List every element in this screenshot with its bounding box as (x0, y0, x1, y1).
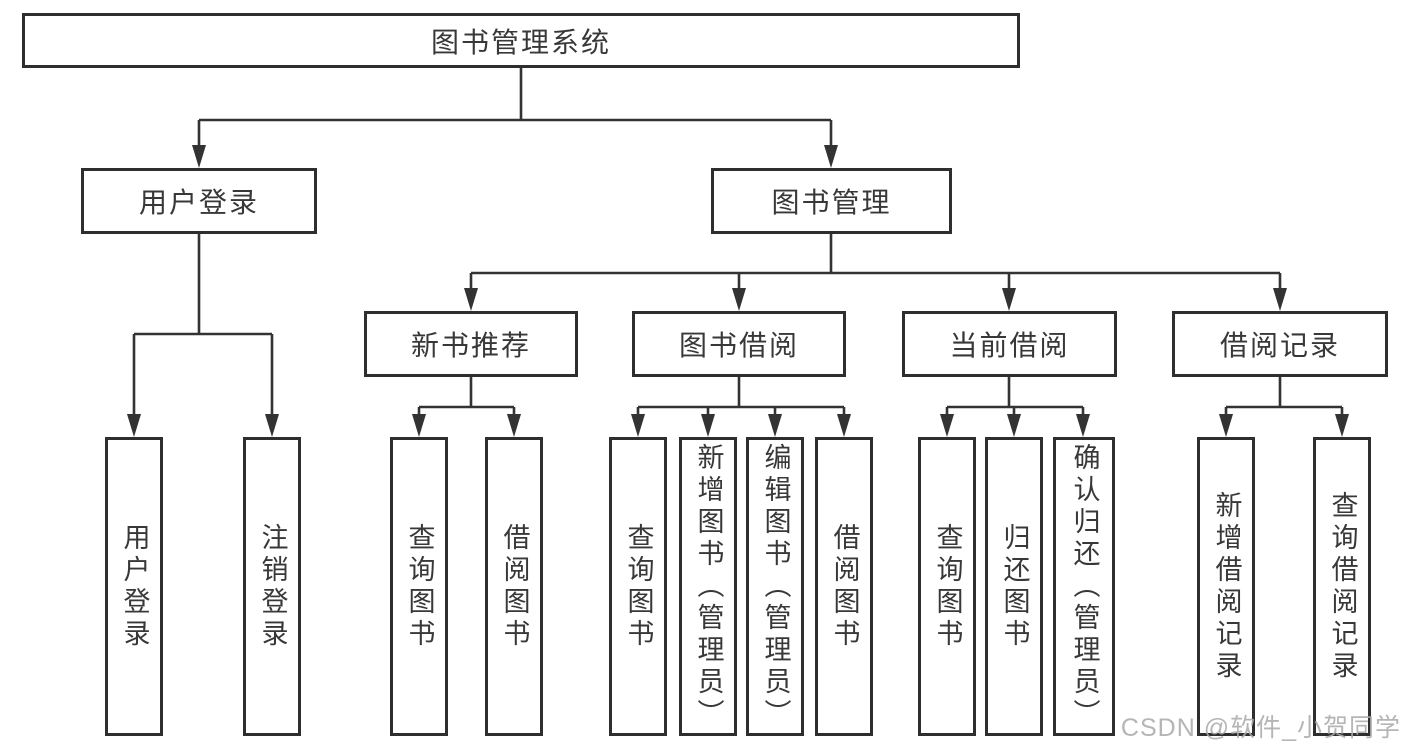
node-label: 新增借阅记录 (1211, 490, 1242, 683)
node-label: 查询图书 (623, 522, 654, 651)
node-current-borrowing: 当前借阅 (902, 311, 1117, 377)
leaf-query-books-current: 查询图书 (918, 437, 976, 736)
leaf-borrow-books-recommend: 借阅图书 (485, 437, 543, 736)
leaf-user-login: 用户登录 (105, 437, 163, 736)
node-book-management: 图书管理 (711, 168, 952, 234)
node-root-library-management-system: 图书管理系统 (22, 13, 1020, 68)
node-label: 归还图书 (999, 522, 1030, 651)
node-label: 确认归还（管理员） (1069, 442, 1100, 731)
node-label: 查询图书 (932, 522, 963, 651)
leaf-add-borrow-record: 新增借阅记录 (1197, 437, 1255, 736)
node-label: 图书管理 (771, 187, 892, 218)
node-label: 用户登录 (119, 522, 150, 651)
leaf-edit-book-admin: 编辑图书（管理员） (746, 437, 804, 736)
node-label: 编辑图书（管理员） (760, 442, 791, 731)
leaf-logout: 注销登录 (243, 437, 301, 736)
leaf-borrow-books: 借阅图书 (815, 437, 873, 736)
node-label: 查询借阅记录 (1327, 490, 1358, 683)
leaf-return-books: 归还图书 (985, 437, 1043, 736)
node-label: 新增图书（管理员） (693, 442, 724, 731)
leaf-query-books-recommend: 查询图书 (390, 437, 448, 736)
node-new-book-recommendation: 新书推荐 (364, 311, 578, 377)
node-label: 借阅记录 (1219, 330, 1340, 361)
leaf-confirm-return-admin: 确认归还（管理员） (1053, 437, 1115, 736)
node-borrowing-records: 借阅记录 (1172, 311, 1388, 377)
node-label: 借阅图书 (499, 522, 530, 651)
node-label: 图书借阅 (678, 330, 799, 361)
node-book-borrowing: 图书借阅 (632, 311, 846, 377)
node-label: 注销登录 (257, 522, 288, 651)
node-label: 查询图书 (404, 522, 435, 651)
leaf-query-borrow-record: 查询借阅记录 (1313, 437, 1371, 736)
node-label: 借阅图书 (829, 522, 860, 651)
node-user-login: 用户登录 (81, 168, 317, 234)
leaf-query-books-borrow: 查询图书 (609, 437, 667, 736)
node-label: 新书推荐 (410, 330, 531, 361)
csdn-watermark: CSDN @软件_小贺同学 (1120, 714, 1401, 742)
node-label: 图书管理系统 (430, 26, 611, 58)
node-label: 用户登录 (138, 187, 259, 218)
node-label: 当前借阅 (949, 330, 1070, 361)
leaf-add-book-admin: 新增图书（管理员） (679, 437, 737, 736)
